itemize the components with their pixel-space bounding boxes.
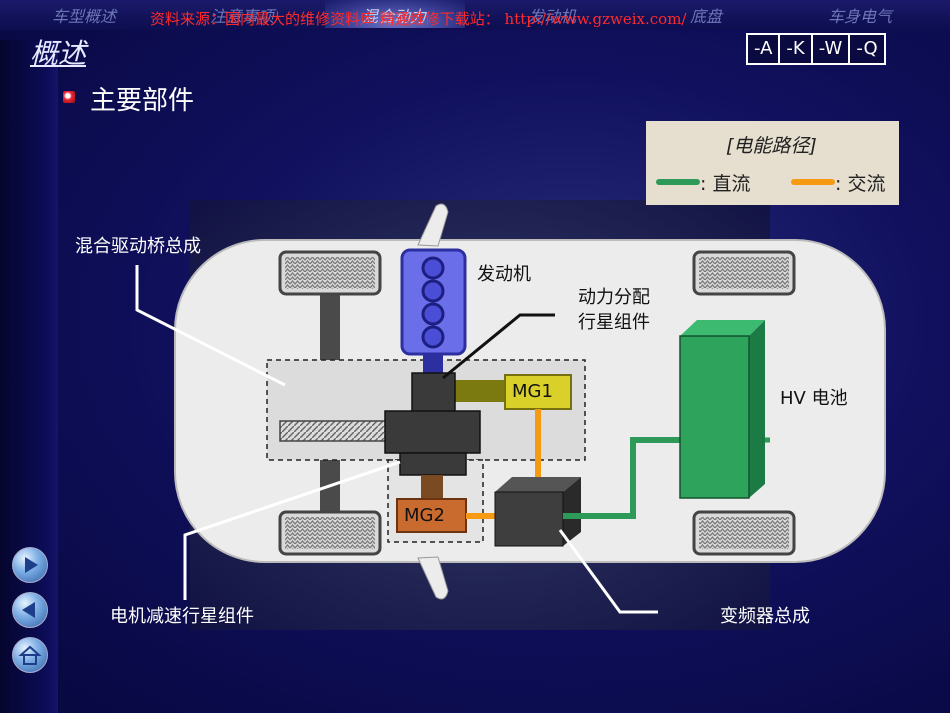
mg1-box — [504, 374, 572, 410]
legend-ac-label: : 交流 — [835, 173, 886, 195]
legend-box: [电能路径] : 直流 : 交流 — [646, 121, 899, 205]
mirror-top — [417, 203, 449, 247]
tab-chassis[interactable]: 底盘 — [690, 7, 723, 26]
dc-line — [563, 437, 680, 519]
legend-dc-line — [656, 179, 700, 185]
home-icon — [18, 645, 42, 665]
label-reduction-gear: 电机减速行星组件 — [110, 606, 254, 627]
page-title: 概述 — [30, 37, 87, 70]
tab-hybrid-power[interactable]: 混合动力 — [362, 7, 427, 26]
transmission-block — [384, 410, 481, 454]
leader-hybrid-transaxle — [135, 265, 286, 387]
back-icon — [22, 602, 35, 618]
battery-top — [680, 320, 765, 336]
variant-button-k[interactable]: -K — [778, 33, 813, 65]
mg2-box — [396, 498, 467, 533]
legend-ac-line — [791, 179, 835, 185]
label-inverter: 变频器总成 — [720, 606, 810, 627]
forward-icon — [25, 557, 38, 573]
inverter-side — [563, 477, 581, 546]
battery-side — [749, 320, 765, 498]
drive-shaft — [279, 420, 391, 442]
variant-button-q[interactable]: -Q — [848, 33, 886, 65]
label-mg2: MG2 — [404, 505, 445, 526]
leader-power-split — [442, 313, 555, 380]
leader-inverter — [558, 529, 658, 614]
mg2-shaft — [421, 475, 443, 500]
legend-title: [电能路径] — [726, 135, 817, 157]
engine-shaft — [423, 354, 443, 374]
label-engine: 发动机 — [477, 264, 531, 285]
bullet-icon — [63, 91, 75, 103]
section-title: 主要部件 — [90, 86, 195, 116]
home-button[interactable] — [12, 637, 48, 673]
tab-engine[interactable]: 发动机 — [528, 7, 577, 26]
label-hv-battery: HV 电池 — [780, 388, 848, 409]
leader-reduction-gear — [183, 460, 401, 600]
label-mg1: MG1 — [512, 381, 553, 402]
power-split-device — [411, 372, 456, 414]
legend-dc-label: : 直流 — [700, 173, 751, 195]
variant-buttons: -A -K -W -Q — [746, 33, 886, 65]
top-navigation-bar — [0, 0, 950, 30]
forward-button[interactable] — [12, 547, 48, 583]
inverter-top — [495, 477, 581, 492]
watermark-text: 资料来源：国内最大的维修资料库 精通维修下载站： http://www.gzwe… — [150, 10, 687, 28]
tab-precautions[interactable]: 注意事项 — [210, 7, 275, 26]
inverter-front — [494, 491, 564, 547]
active-tab-highlight — [325, 0, 465, 28]
battery-front — [679, 335, 750, 499]
mirror-bottom — [417, 556, 449, 600]
tab-body-electrical[interactable]: 车身电气 — [828, 7, 893, 26]
tab-vehicle-overview[interactable]: 车型概述 — [52, 7, 117, 26]
back-button[interactable] — [12, 592, 48, 628]
reduction-gear-block — [399, 452, 467, 476]
variant-button-w[interactable]: -W — [810, 33, 851, 65]
label-hybrid-transaxle: 混合驱动桥总成 — [75, 236, 201, 257]
mg1-shaft — [455, 380, 505, 402]
label-power-split: 动力分配 行星组件 — [578, 287, 650, 333]
